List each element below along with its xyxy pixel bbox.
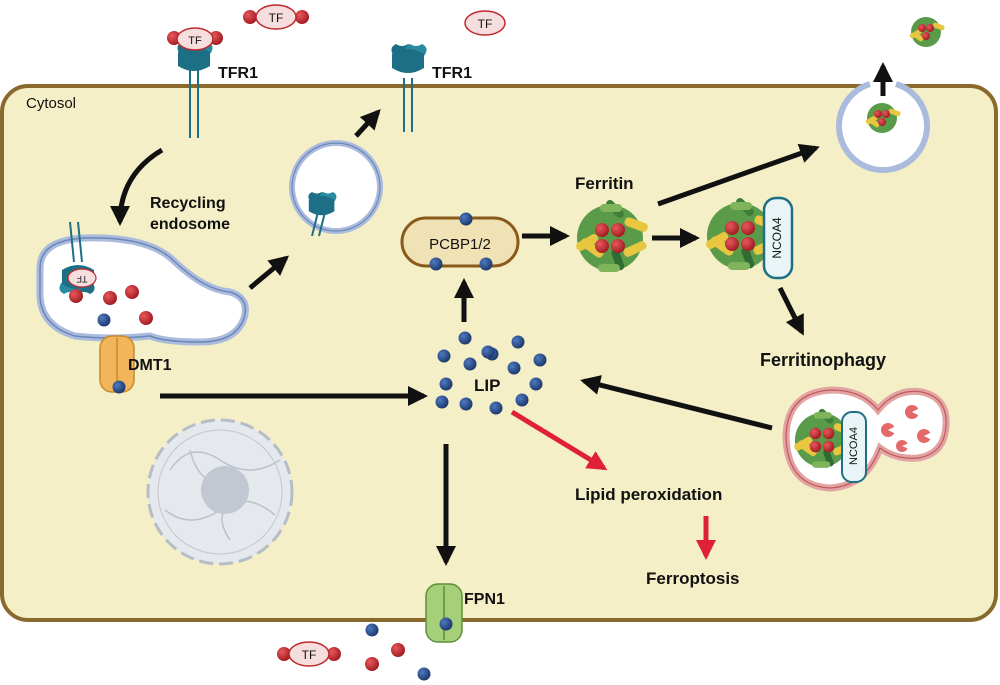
tf-extracellular-2: TF <box>464 10 506 36</box>
lipid-peroxidation-label: Lipid peroxidation <box>575 485 722 504</box>
arrow-iron-release <box>580 375 773 431</box>
ncoa4-box <box>762 196 794 280</box>
autolysosome <box>782 386 950 492</box>
nucleus <box>146 418 294 566</box>
tf-label-endosome: TF <box>76 274 87 284</box>
arrow-to-ferritinophagy <box>777 286 805 336</box>
arrow-ferritin-secretion <box>657 143 820 207</box>
ncoa4-label-lysosome: NCOA4 <box>848 427 860 465</box>
recycling-label-1: Recycling <box>150 195 226 212</box>
tf-label-bound: TF <box>188 35 202 47</box>
arrow-lip-to-lipid-peroxidation <box>510 409 608 471</box>
recycling-label-2: endosome <box>150 216 230 233</box>
tf-label-1: TF <box>269 11 284 25</box>
secretory-vesicle <box>836 81 930 174</box>
fpn1-label: FPN1 <box>464 591 505 608</box>
ferritinophagy-label: Ferritinophagy <box>760 350 886 370</box>
tf-label-2: TF <box>478 17 493 31</box>
arrow-to-membrane <box>354 109 381 138</box>
extracellular-iron <box>365 623 431 681</box>
fpn1-exporter <box>425 583 463 643</box>
lip-label: LIP <box>474 376 500 395</box>
ferritin <box>574 198 649 272</box>
pcbp-chaperone <box>400 212 520 271</box>
ferritin-ncoa4-complex <box>704 196 779 270</box>
dmt1-label: DMT1 <box>128 357 172 374</box>
secreted-ferritin <box>909 17 946 47</box>
tf-extracellular-bottom: TF <box>277 641 341 667</box>
tf-extracellular-1: TF <box>243 4 309 30</box>
endosome: TF <box>36 221 249 346</box>
tf-label-bottom: TF <box>302 648 317 662</box>
tfr1-label-right: TFR1 <box>432 65 472 82</box>
tfr1-label-left: TFR1 <box>218 65 258 82</box>
cytosol-label: Cytosol <box>26 95 76 112</box>
arrow-to-vesicle <box>248 255 290 290</box>
dmt1-transporter <box>99 335 135 394</box>
recycling-vesicle <box>289 140 383 237</box>
tfr1-receptor-right <box>391 44 427 132</box>
ncoa4-label: NCOA4 <box>770 217 784 259</box>
ferritin-label: Ferritin <box>575 174 634 193</box>
arrow-endocytosis <box>110 147 164 226</box>
pcbp-label: PCBP1/2 <box>429 236 491 253</box>
ferroptosis-label: Ferroptosis <box>646 569 740 588</box>
tfr1-receptor-left: TF <box>167 27 223 138</box>
